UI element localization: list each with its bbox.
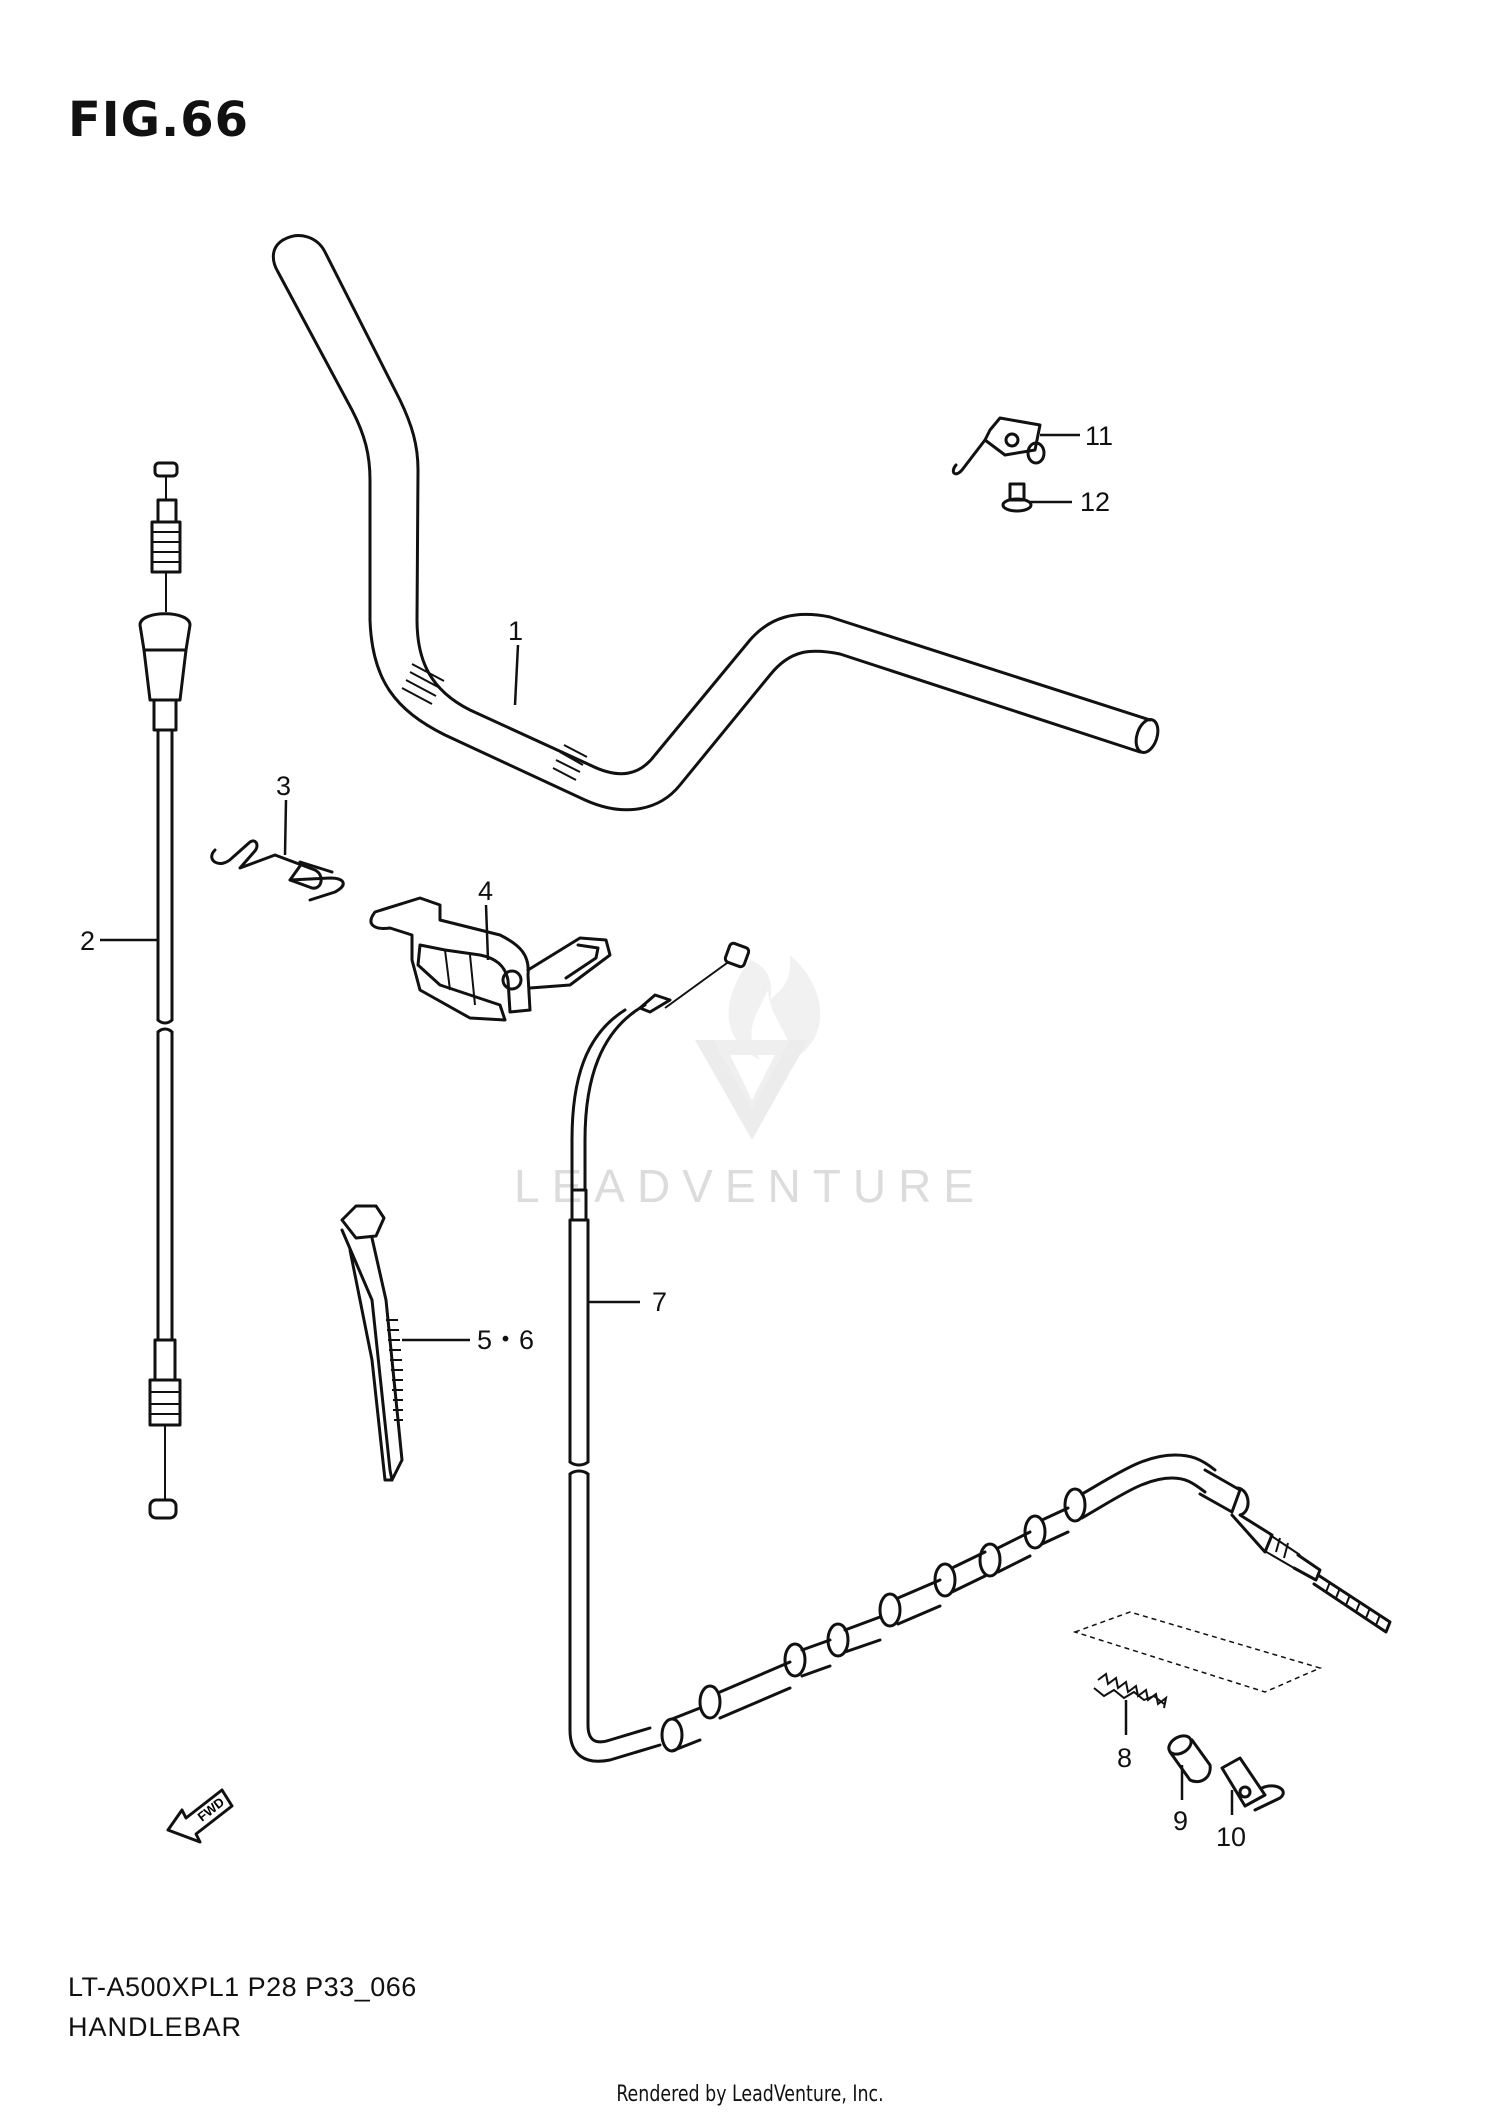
callout-9: 9 (1173, 1765, 1188, 1836)
callout-3: 3 (276, 771, 291, 856)
callout-label-5-6: 5・6 (477, 1325, 534, 1355)
figure-title: FIG.66 (68, 92, 250, 148)
callout-label-9: 9 (1173, 1806, 1188, 1836)
watermark-logo-icon (695, 955, 821, 1140)
watermark-text: LEADVENTURE (514, 1160, 986, 1212)
callout-2: 2 (80, 926, 158, 956)
throttle-cable (138, 461, 192, 1520)
watermark: LEADVENTURE (514, 955, 986, 1212)
callout-label-11: 11 (1085, 421, 1113, 451)
callout-label-3: 3 (276, 771, 291, 801)
bolt (1001, 482, 1033, 513)
callout-5-6: 5・6 (402, 1325, 534, 1355)
bracket (951, 416, 1046, 476)
joint (1220, 1756, 1285, 1812)
section-name: HANDLEBAR (68, 2012, 243, 2042)
kit-group-outline (1072, 1611, 1323, 1693)
callout-label-10: 10 (1216, 1822, 1246, 1852)
callout-label-7: 7 (652, 1287, 667, 1317)
arrow-fwd-icon (166, 1788, 234, 1844)
callout-10: 10 (1216, 1790, 1246, 1852)
callout-7: 7 (588, 1287, 667, 1317)
callout-1: 1 (508, 616, 523, 706)
callout-label-2: 2 (80, 926, 95, 956)
callout-8: 8 (1117, 1700, 1132, 1773)
cable-tie (340, 1204, 404, 1482)
model-code: LT-A500XPL1 P28 P33_066 (68, 1972, 417, 2002)
collar (1167, 1734, 1212, 1784)
callout-label-4: 4 (478, 876, 493, 906)
forward-direction-indicator: FWD (166, 1788, 234, 1844)
handlebar (271, 234, 1160, 812)
callout-label-1: 1 (508, 616, 523, 646)
callout-label-12: 12 (1080, 487, 1110, 517)
callout-4: 4 (478, 876, 493, 961)
brake-cable (568, 941, 1392, 1763)
fwd-label: FWD (195, 1794, 228, 1824)
footer-credit: Rendered by LeadVenture, Inc. (616, 2082, 884, 2107)
spring-clip (210, 839, 345, 902)
spring (1093, 1672, 1168, 1709)
callout-label-8: 8 (1117, 1743, 1132, 1773)
callout-11: 11 (1040, 421, 1113, 451)
cable-clamp (369, 896, 612, 1022)
callout-12: 12 (1030, 487, 1110, 517)
